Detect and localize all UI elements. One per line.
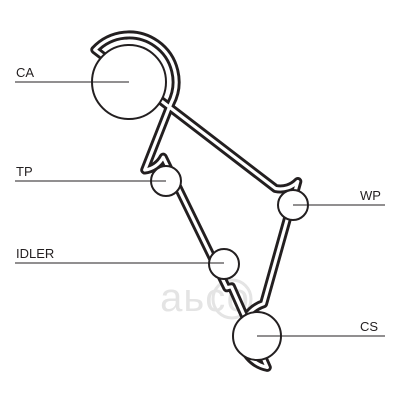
label-cs: CS (360, 319, 378, 334)
watermark-ring (211, 278, 253, 320)
label-tp: TP (16, 164, 33, 179)
leader-lines (15, 81, 385, 337)
label-ca: CA (16, 65, 34, 80)
label-idler: IDLER (16, 246, 54, 261)
belt-hollow (93, 33, 300, 369)
timing-belt (90, 30, 303, 372)
label-wp: WP (360, 188, 381, 203)
idler-pulley (208, 248, 240, 280)
component-labels: CA TP IDLER WP CS (16, 65, 381, 334)
